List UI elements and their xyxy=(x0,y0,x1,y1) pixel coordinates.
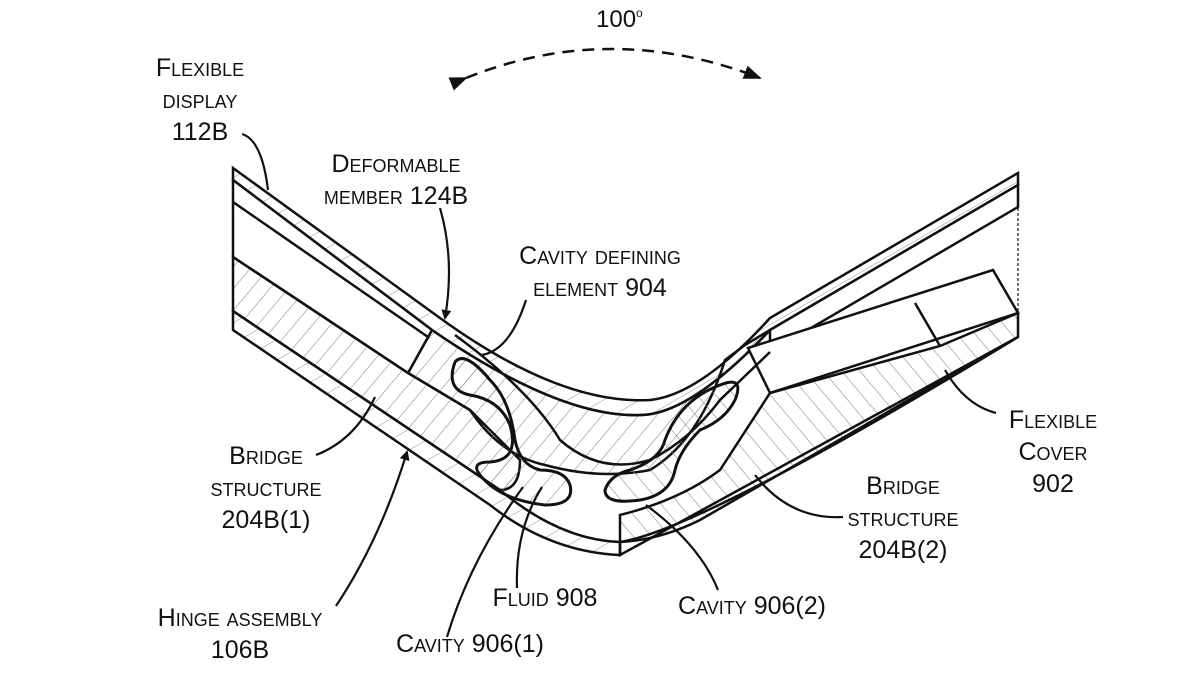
angle-arc-dashed xyxy=(448,47,762,91)
leader-deformable-member xyxy=(438,207,452,320)
leader-lines xyxy=(241,132,997,638)
angle-unit: o xyxy=(636,6,643,20)
leader-hinge-assembly xyxy=(335,450,410,607)
angle-value: 100 xyxy=(596,6,637,33)
label-deformable-member: Deformable member 124B xyxy=(323,150,469,210)
label-hinge-assembly: Hinge assembly 106B xyxy=(157,604,323,664)
leader-bridge-1 xyxy=(315,396,376,457)
hinge-assembly-lower-band-right xyxy=(618,335,1019,558)
leader-cavity-defining-element xyxy=(481,299,528,357)
bend-angle-label: 100o xyxy=(596,6,643,34)
label-cavity-1: Cavity 906(1) xyxy=(396,630,544,658)
bend-angle-indicator xyxy=(448,47,762,91)
label-fluid: Fluid 908 xyxy=(492,584,598,612)
leader-bridge-2 xyxy=(754,474,844,519)
leader-flexible-cover xyxy=(944,369,997,415)
label-bridge-structure-2: Bridge structure 204B(2) xyxy=(847,472,959,564)
leader-cavity-1 xyxy=(445,486,524,638)
leader-fluid xyxy=(515,486,543,589)
cavity-906-1 xyxy=(450,357,573,507)
label-cavity-2: Cavity 906(2) xyxy=(678,592,826,620)
cavity-defining-element-904 xyxy=(454,333,771,466)
leader-cavity-2 xyxy=(645,504,720,591)
label-cavity-defining-element: Cavity defining element 904 xyxy=(519,242,681,302)
label-flexible-cover: Flexible Cover 902 xyxy=(1008,406,1098,498)
cavity-906-2 xyxy=(603,380,740,503)
label-bridge-structure-1: Bridge structure 204B(1) xyxy=(210,442,322,534)
label-flexible-display: Flexible display 112B xyxy=(155,54,245,146)
right-arm-housing xyxy=(746,182,1020,395)
leader-flexible-display xyxy=(241,132,270,191)
